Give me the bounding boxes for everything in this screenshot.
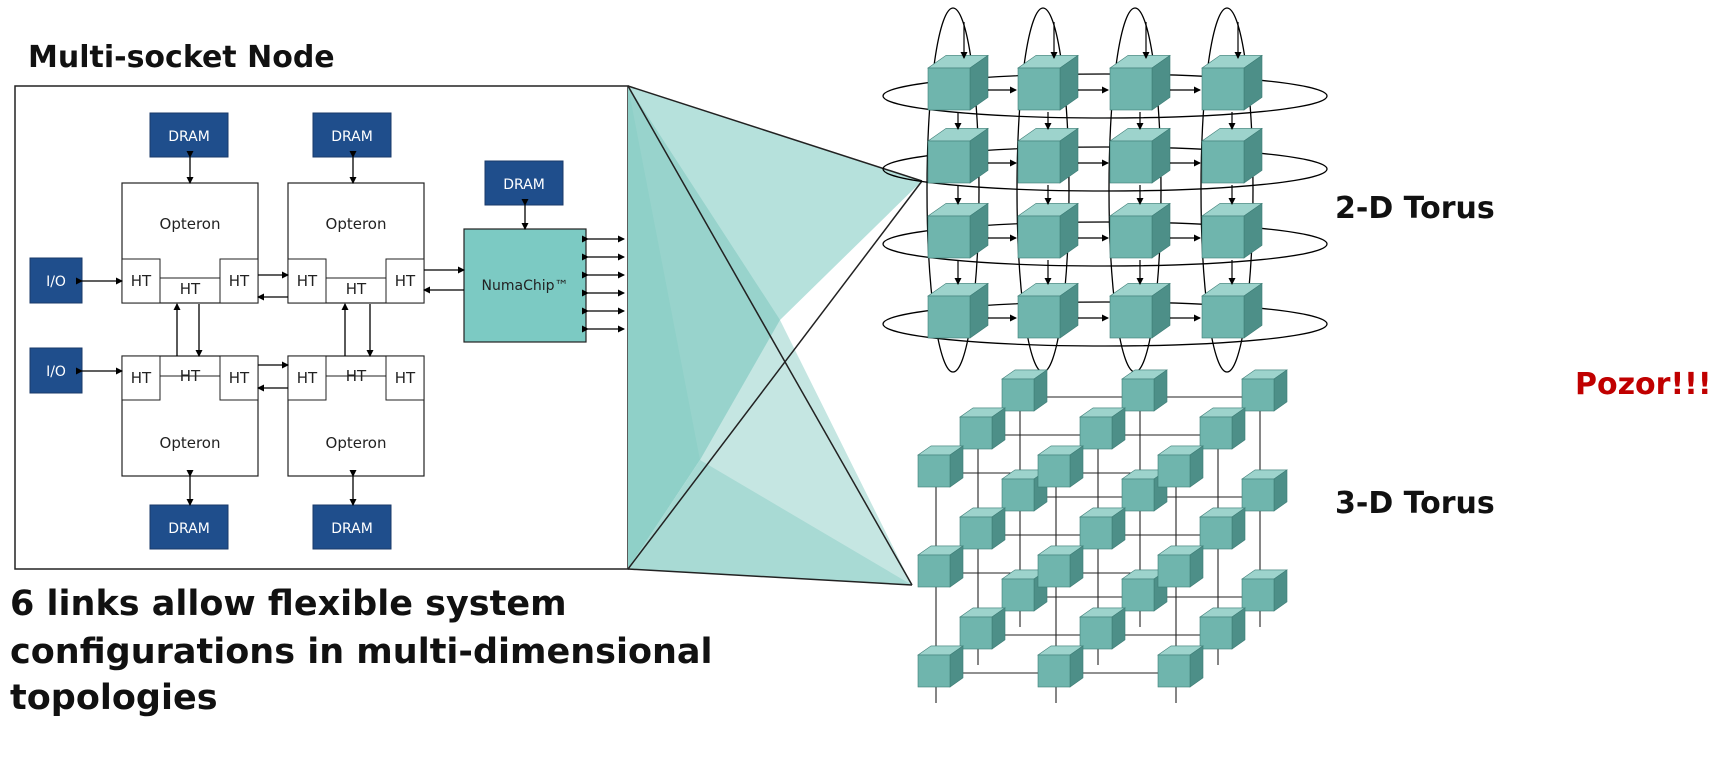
cube-node xyxy=(1201,140,1245,184)
cube-node xyxy=(1037,454,1071,488)
cube-node xyxy=(1001,578,1035,612)
cube-node xyxy=(1109,140,1153,184)
cube-node xyxy=(1001,478,1035,512)
cube-node xyxy=(917,554,951,588)
ht-port xyxy=(219,355,259,401)
cube-node xyxy=(1241,578,1275,612)
dram-block xyxy=(312,112,392,158)
io-label: I/O xyxy=(46,364,66,380)
torus-ring-vertical xyxy=(1200,7,1254,373)
caption-line-2: configurations in multi-dimensional xyxy=(10,632,713,672)
ht-label: HT xyxy=(395,369,416,387)
numachip-block xyxy=(463,228,587,343)
cube-node xyxy=(959,616,993,650)
cube-node xyxy=(1109,67,1153,111)
opteron-label: Opteron xyxy=(160,215,221,233)
cube-node xyxy=(1201,295,1245,339)
ht-port xyxy=(121,258,161,304)
ht-label: HT xyxy=(229,369,250,387)
cube-node xyxy=(1109,295,1153,339)
warning-label: Pozor!!! xyxy=(1575,367,1712,402)
cube-node xyxy=(1079,516,1113,550)
cube-node xyxy=(1001,378,1035,412)
cube-node xyxy=(1157,554,1191,588)
ht-label: HT xyxy=(131,369,152,387)
cube-node xyxy=(1199,516,1233,550)
torus-3d-diagram xyxy=(917,369,1288,703)
cube-node xyxy=(1157,454,1191,488)
numachip-label: NumaChip™ xyxy=(482,278,569,294)
torus-2d-diagram xyxy=(882,7,1328,373)
caption-line-3: topologies xyxy=(10,678,218,718)
cube-node xyxy=(959,516,993,550)
ht-port xyxy=(385,355,425,401)
opteron-label: Opteron xyxy=(326,215,387,233)
funnel-projection xyxy=(627,85,923,586)
cube-node xyxy=(927,295,971,339)
dram-label: DRAM xyxy=(331,129,373,145)
cube-node xyxy=(1017,140,1061,184)
ht-port xyxy=(287,258,327,304)
opteron-label: Opteron xyxy=(326,434,387,452)
torus-ring-horizontal xyxy=(882,146,1328,192)
cube-node xyxy=(1199,616,1233,650)
cube-node xyxy=(927,215,971,259)
cube-node xyxy=(1121,478,1155,512)
cube-node xyxy=(927,67,971,111)
torus-3d-label: 3-D Torus xyxy=(1335,486,1495,521)
opteron-label: Opteron xyxy=(160,434,221,452)
cube-node xyxy=(1121,578,1155,612)
ht-port xyxy=(287,355,327,401)
dram-label: DRAM xyxy=(168,129,210,145)
ht-port xyxy=(219,258,259,304)
cube-node xyxy=(1037,654,1071,688)
cube-node xyxy=(917,454,951,488)
cube-node xyxy=(1037,554,1071,588)
torus-2d-label: 2-D Torus xyxy=(1335,191,1495,226)
ht-port xyxy=(121,355,161,401)
torus-ring-horizontal xyxy=(882,221,1328,267)
dram-label: DRAM xyxy=(168,521,210,537)
cube-node xyxy=(1109,215,1153,259)
ht-label: HT xyxy=(346,367,367,385)
cube-node xyxy=(959,416,993,450)
ht-label: HT xyxy=(229,272,250,290)
cube-node xyxy=(1157,654,1191,688)
cube-node xyxy=(917,654,951,688)
torus-ring-vertical xyxy=(926,7,980,373)
io-label: I/O xyxy=(46,274,66,290)
ht-label: HT xyxy=(180,367,201,385)
cube-node xyxy=(1241,378,1275,412)
cube-node xyxy=(1017,215,1061,259)
ht-label: HT xyxy=(131,272,152,290)
dram-label: DRAM xyxy=(503,177,545,193)
dram-block xyxy=(149,504,229,550)
ht-label: HT xyxy=(297,272,318,290)
torus-ring-horizontal xyxy=(882,73,1328,119)
ht-label: HT xyxy=(180,280,201,298)
ht-label: HT xyxy=(346,280,367,298)
ht-port xyxy=(385,258,425,304)
ht-label: HT xyxy=(395,272,416,290)
caption-line-1: 6 links allow flexible system xyxy=(10,584,567,624)
cube-node xyxy=(1201,215,1245,259)
cube-node xyxy=(1079,616,1113,650)
cube-node xyxy=(1017,295,1061,339)
dram-block xyxy=(484,160,564,206)
cube-node xyxy=(1199,416,1233,450)
cube-node xyxy=(1121,378,1155,412)
cube-node xyxy=(1241,478,1275,512)
dram-label: DRAM xyxy=(331,521,373,537)
cube-node xyxy=(1079,416,1113,450)
cube-node xyxy=(1017,67,1061,111)
torus-ring-horizontal xyxy=(882,301,1328,347)
node-title: Multi-socket Node xyxy=(28,40,335,75)
cube-node xyxy=(927,140,971,184)
ht-label: HT xyxy=(297,369,318,387)
io-block xyxy=(29,347,83,394)
cube-node xyxy=(1201,67,1245,111)
